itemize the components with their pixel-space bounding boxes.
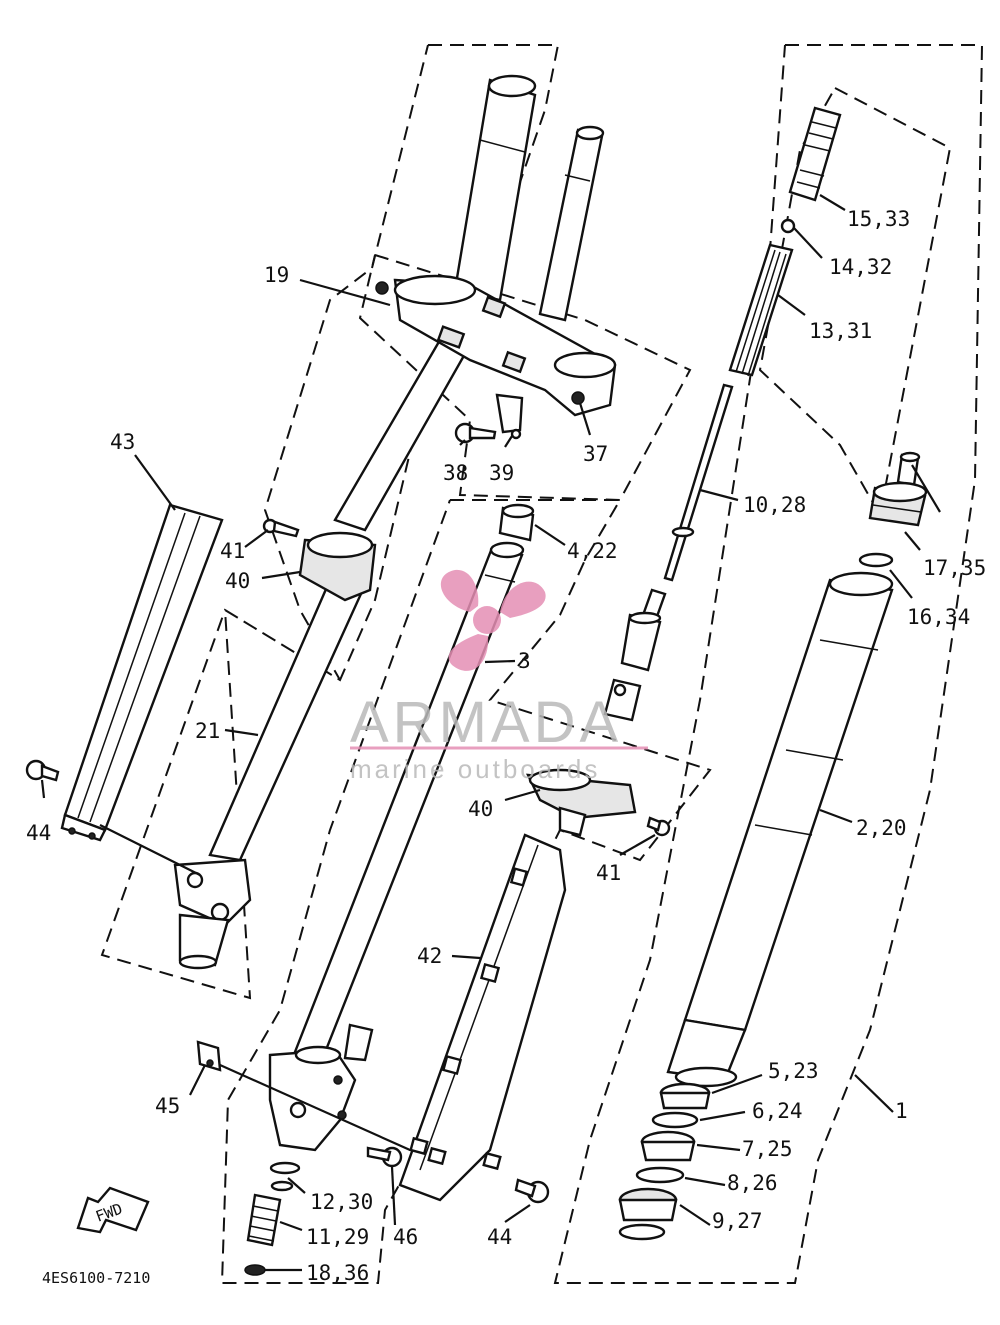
fwd-arrow-shape	[76, 1186, 150, 1234]
nut-14-32	[780, 218, 796, 234]
lower-spring-11-29	[246, 1193, 282, 1247]
damper-assembly	[603, 106, 842, 722]
fork-guard-42	[398, 833, 567, 1202]
spring-15-33	[788, 106, 842, 202]
outline-group-3	[220, 499, 712, 1284]
propeller-logo	[440, 569, 546, 671]
label-4-22: 4,22	[567, 539, 618, 563]
bolt-41-right	[646, 816, 671, 837]
o-ring-16-34	[858, 552, 894, 568]
label-11-29: 11,29	[306, 1225, 369, 1249]
part-labels: 19 43 41 40 21 44 38 39 37 4,22 3 40 41 …	[26, 207, 986, 1287]
label-39: 39	[489, 461, 514, 485]
label-9-27: 9,27	[712, 1209, 763, 1233]
watermark-tagline: marine outboards	[350, 754, 600, 784]
left-fork-assembly	[173, 74, 605, 970]
label-1: 1	[895, 1099, 908, 1123]
label-40-left: 40	[225, 569, 250, 593]
label-10-28: 10,28	[743, 493, 806, 517]
seal-stack	[618, 1082, 711, 1241]
fork-guard-43-body	[63, 503, 224, 832]
label-42: 42	[417, 944, 442, 968]
label-37: 37	[583, 442, 608, 466]
steering-stem-tube	[538, 128, 604, 322]
label-5-23: 5,23	[768, 1059, 819, 1083]
watermark-brand: ARMADA	[350, 690, 622, 755]
bolt-44-left	[25, 759, 60, 782]
upper-triple-clamp	[375, 274, 617, 444]
lower-axle-holder	[268, 1048, 357, 1152]
bolt-45	[196, 1040, 222, 1072]
inner-tube-3	[268, 503, 535, 1152]
washer-12-30	[269, 1161, 301, 1175]
label-43: 43	[110, 430, 135, 454]
bolt-41-left	[262, 518, 300, 538]
bolt-38	[454, 422, 497, 444]
label-3: 3	[518, 649, 531, 673]
label-12-30: 12,30	[310, 1190, 373, 1214]
fork-guard-43	[60, 503, 224, 842]
left-fork-top-cap	[487, 74, 537, 98]
label-18-36: 18,36	[306, 1261, 369, 1285]
triple-clamp-body	[393, 278, 617, 417]
label-45: 45	[155, 1094, 180, 1118]
diagram-code: 4ES6100-7210	[42, 1269, 150, 1287]
label-46: 46	[393, 1225, 418, 1249]
left-fork-slider-21	[208, 578, 367, 862]
left-fork-upper-tube	[453, 78, 537, 302]
label-13-31: 13,31	[809, 319, 872, 343]
label-2-20: 2,20	[856, 816, 907, 840]
washer-6-24	[651, 1111, 699, 1129]
label-6-24: 6,24	[752, 1099, 803, 1123]
fwd-arrow: FWD	[76, 1186, 150, 1234]
fork-guard-42-body	[398, 833, 567, 1202]
outline-bracket-37	[358, 254, 692, 502]
label-8-26: 8,26	[727, 1171, 778, 1195]
outline-top-rod	[758, 87, 952, 518]
outline-group-1	[553, 44, 984, 1284]
label-19: 19	[264, 263, 289, 287]
label-38: 38	[443, 461, 468, 485]
clip-8-26	[635, 1166, 685, 1184]
label-16-34: 16,34	[907, 605, 970, 629]
label-14-32: 14,32	[829, 255, 892, 279]
label-40-right: 40	[468, 797, 493, 821]
label-21: 21	[195, 719, 220, 743]
washer-18-36	[244, 1264, 266, 1276]
label-44-bottom: 44	[487, 1225, 512, 1249]
label-7-25: 7,25	[742, 1137, 793, 1161]
cap-bolt-17-35	[868, 451, 928, 527]
label-41-left: 41	[220, 539, 245, 563]
armada-watermark: ARMADA marine outboards	[350, 569, 648, 784]
leader-lines	[40, 194, 941, 1272]
bolt-46	[366, 1146, 403, 1168]
bracket-39	[495, 393, 524, 434]
clamp-40-right	[525, 768, 637, 837]
label-44-left: 44	[26, 821, 51, 845]
damper-rod-10-28	[663, 383, 734, 582]
bolt-44-bottom	[514, 1178, 550, 1204]
label-41-right: 41	[596, 861, 621, 885]
label-15-33: 15,33	[847, 207, 910, 231]
label-17-35: 17,35	[923, 556, 986, 580]
outer-tube-2-20	[666, 571, 894, 1088]
